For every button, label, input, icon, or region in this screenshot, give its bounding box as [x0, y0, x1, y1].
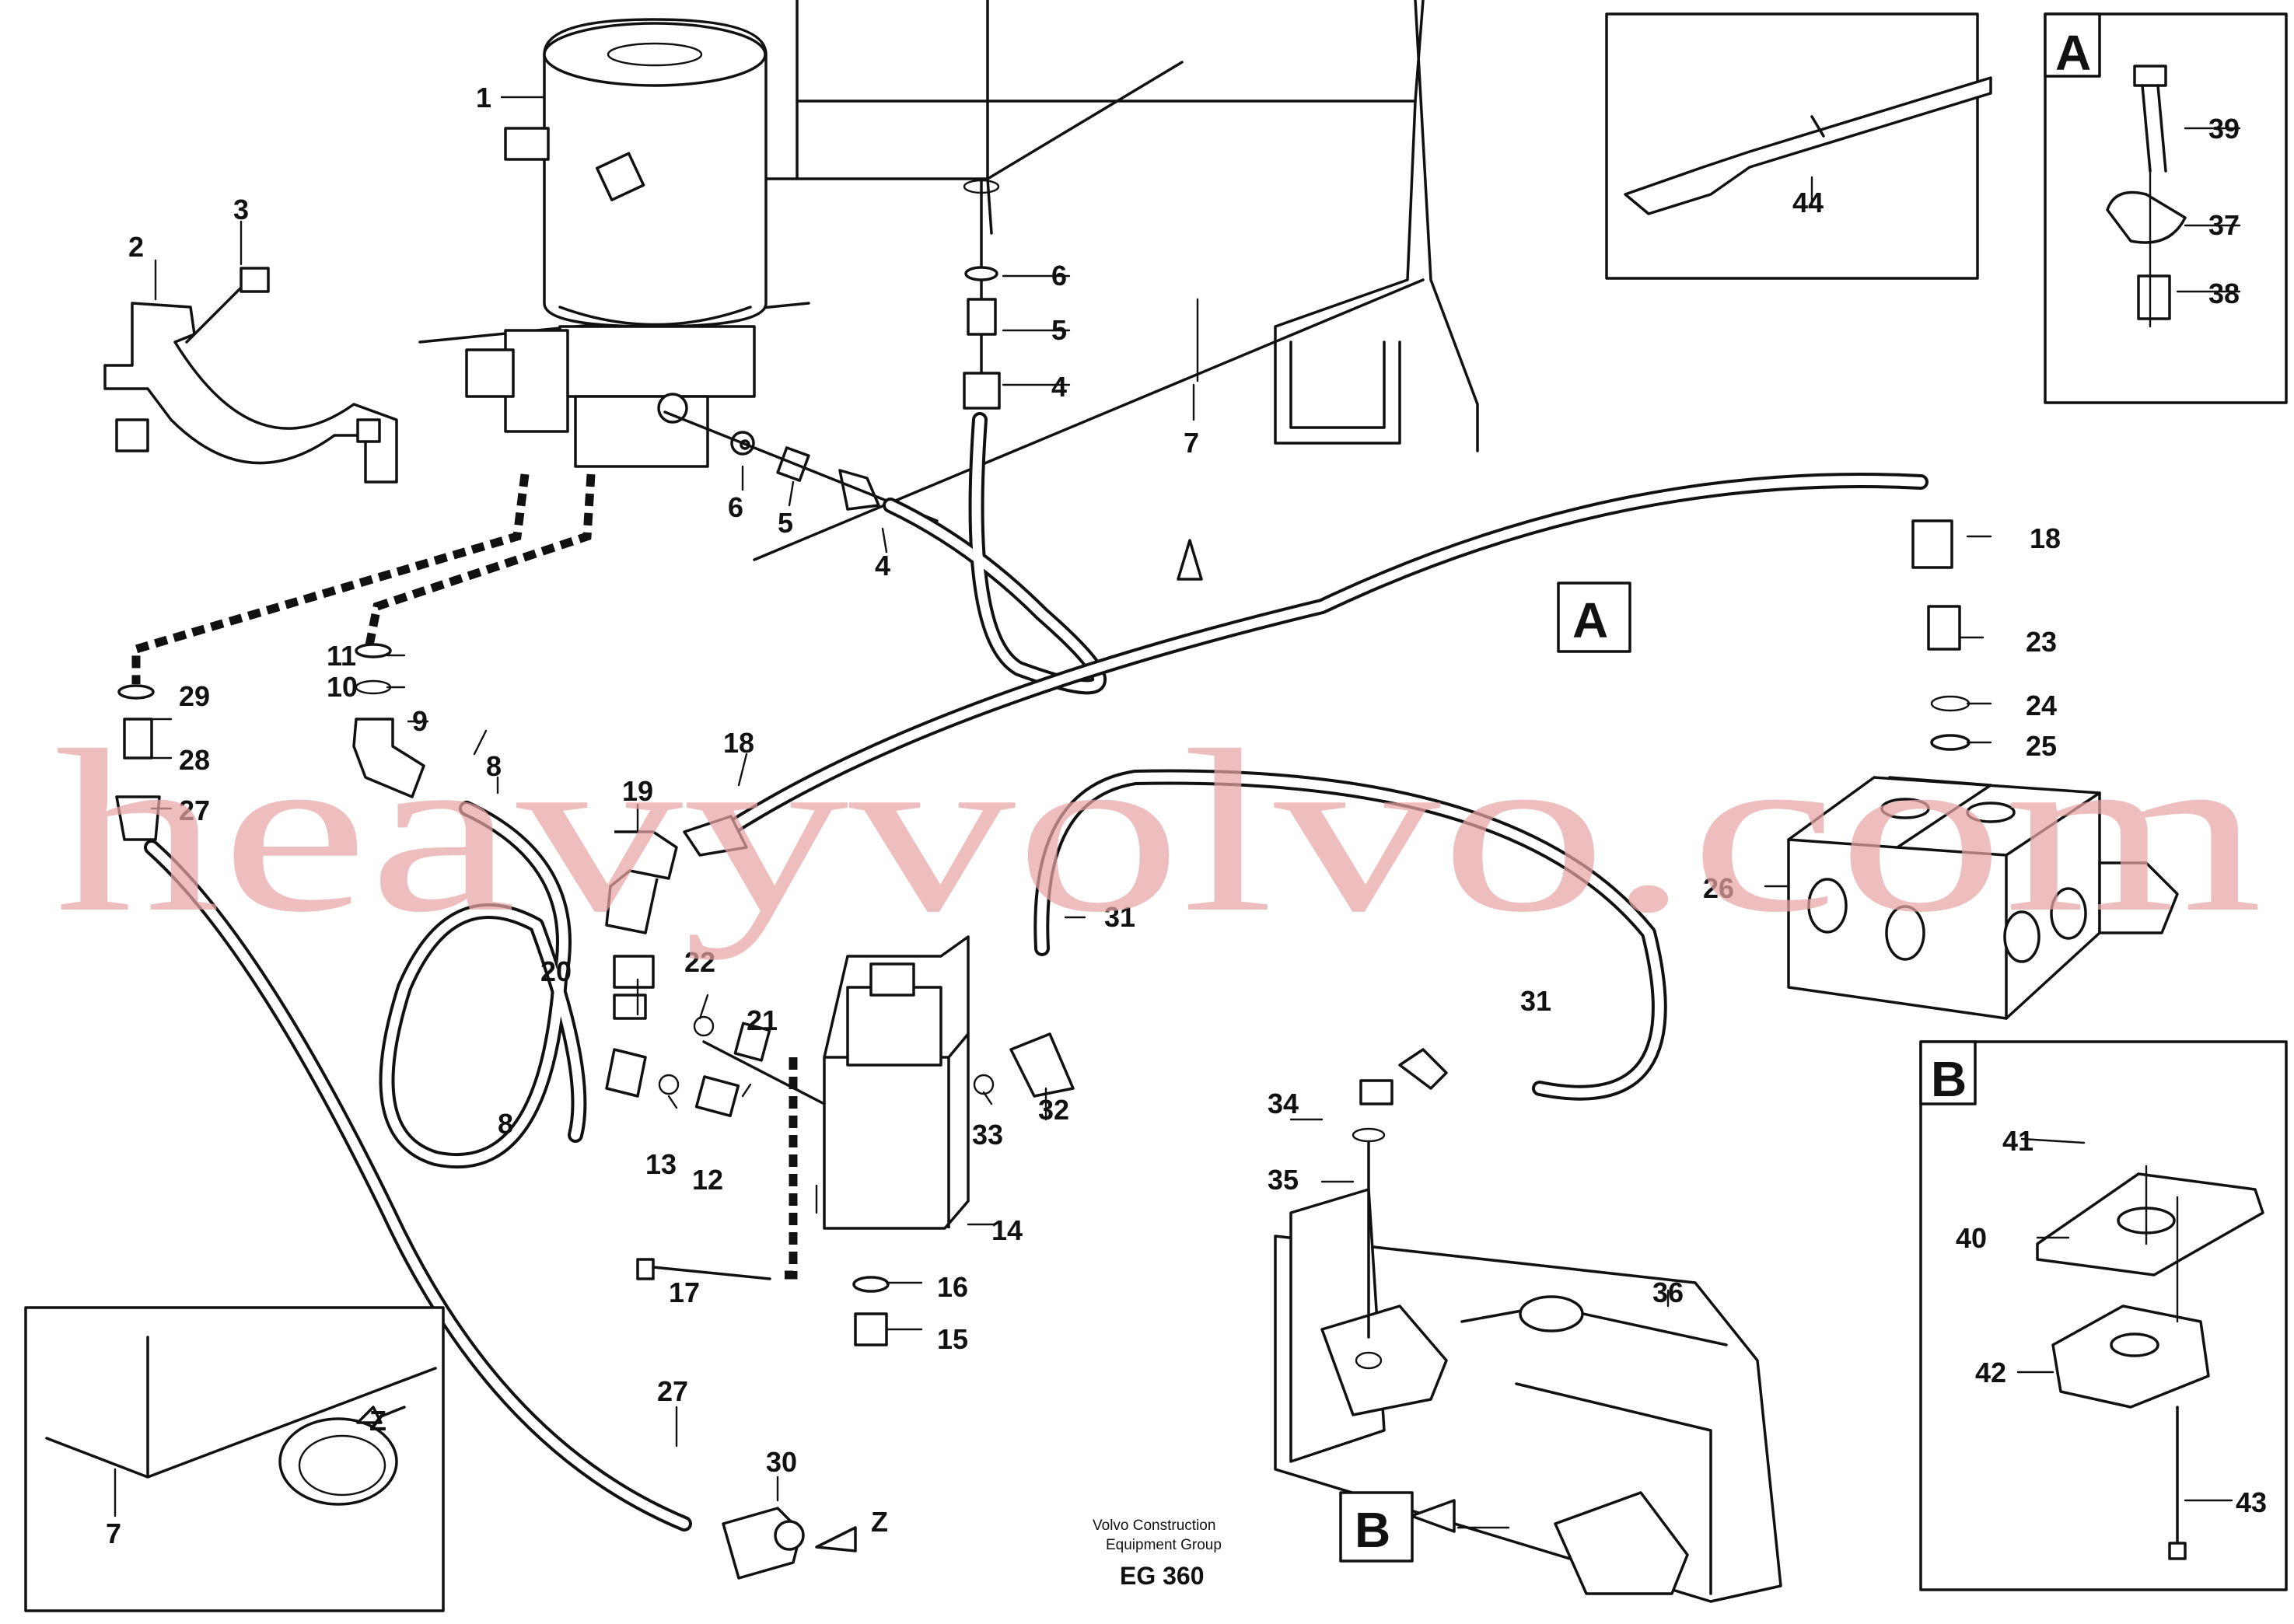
footer-company-line2: Equipment Group — [1106, 1537, 1222, 1553]
callout-32: 32 — [1038, 1094, 1069, 1126]
callout-36: 36 — [1652, 1276, 1684, 1308]
footer: Volvo Construction Equipment Group EG 36… — [1093, 1517, 1222, 1590]
callout-16: 16 — [937, 1271, 968, 1303]
section-ref-b-box — [1339, 1491, 1414, 1563]
dashed-lines — [131, 473, 798, 1280]
detail-box-z — [24, 1306, 445, 1612]
watermark: heavyvolvo.com — [54, 702, 2263, 961]
callout-20: 20 — [540, 955, 572, 987]
callout-5: 5 — [1051, 314, 1067, 346]
callout-40: 40 — [1956, 1222, 1987, 1254]
callout-35: 35 — [1268, 1164, 1299, 1196]
callout-2: 2 — [128, 231, 144, 263]
callout-22: 22 — [684, 946, 715, 978]
detail-box-strap — [1605, 12, 1992, 280]
callout-43: 43 — [2236, 1486, 2267, 1518]
footer-company-line1: Volvo Construction — [1093, 1517, 1215, 1534]
hoses — [144, 412, 1929, 1531]
callout-27b: 27 — [657, 1375, 688, 1407]
detail-box-a — [2044, 12, 2288, 404]
detail-box-a-label: A — [2055, 25, 2091, 81]
fitting-30 — [722, 1507, 805, 1580]
callout-5b: 5 — [778, 507, 793, 539]
callout-6b: 6 — [728, 491, 743, 523]
callout-27: 27 — [179, 795, 210, 826]
callout-26: 26 — [1703, 872, 1734, 904]
callout-10: 10 — [327, 671, 358, 703]
section-ref-a: A — [1572, 592, 1608, 648]
callout-15: 15 — [937, 1323, 968, 1355]
callout-9: 9 — [412, 705, 428, 737]
callout-3: 3 — [233, 194, 249, 225]
callout-1: 1 — [476, 82, 491, 114]
callout-31: 31 — [1104, 901, 1135, 933]
callout-38: 38 — [2208, 278, 2240, 309]
callout-4: 4 — [1051, 371, 1067, 403]
section-ref-a-box — [1557, 581, 1631, 653]
clamp — [103, 267, 398, 484]
callout-21: 21 — [747, 1004, 778, 1036]
callout-12: 12 — [692, 1164, 723, 1196]
z-marker-detail: Z — [369, 1405, 386, 1437]
callout-14: 14 — [991, 1214, 1023, 1246]
callout-25: 25 — [2026, 730, 2057, 762]
callout-34: 34 — [1268, 1088, 1299, 1119]
pump — [1274, 1048, 1782, 1603]
callout-6: 6 — [1051, 260, 1067, 292]
z-marker-fitting: Z — [871, 1506, 888, 1538]
callout-18: 18 — [723, 727, 754, 759]
callout-44: 44 — [1792, 187, 1824, 218]
callout-33: 33 — [972, 1119, 1003, 1151]
callout-41: 41 — [2002, 1125, 2033, 1157]
manifold-block — [1787, 519, 2179, 1020]
callout-8: 8 — [486, 750, 502, 782]
callout-18b: 18 — [2030, 522, 2061, 554]
callout-13: 13 — [645, 1148, 677, 1180]
callout-24: 24 — [2026, 690, 2057, 721]
footer-code: EG 360 — [1120, 1562, 1205, 1590]
leader-lines — [114, 96, 2241, 1552]
callout-numbers: 1 2 3 4 4 5 5 6 6 7 7 8 8 9 10 11 12 13 … — [106, 82, 2267, 1549]
callout-30: 30 — [766, 1446, 797, 1478]
detail-box-b-label: B — [1931, 1051, 1967, 1107]
callout-31b: 31 — [1520, 985, 1551, 1017]
callout-7: 7 — [1184, 427, 1199, 459]
callout-4b: 4 — [875, 550, 890, 581]
callout-7b: 7 — [106, 1517, 121, 1549]
tank-frame — [418, 0, 1479, 561]
callout-17: 17 — [669, 1276, 700, 1308]
valve-block — [636, 935, 970, 1346]
oil-filter — [465, 18, 768, 468]
callout-42: 42 — [1975, 1357, 2006, 1388]
callout-11: 11 — [327, 640, 356, 672]
fittings-vertical — [963, 177, 1001, 410]
callout-8b: 8 — [498, 1108, 513, 1140]
callout-19: 19 — [622, 775, 653, 807]
callout-37: 37 — [2208, 209, 2240, 241]
callout-23: 23 — [2026, 626, 2057, 658]
detail-box-b — [1919, 1040, 2288, 1591]
valve-fittings — [605, 815, 1075, 1118]
callout-39: 39 — [2208, 113, 2240, 145]
callout-28: 28 — [179, 744, 210, 776]
callout-29: 29 — [179, 680, 210, 712]
section-ref-b: B — [1355, 1502, 1390, 1558]
